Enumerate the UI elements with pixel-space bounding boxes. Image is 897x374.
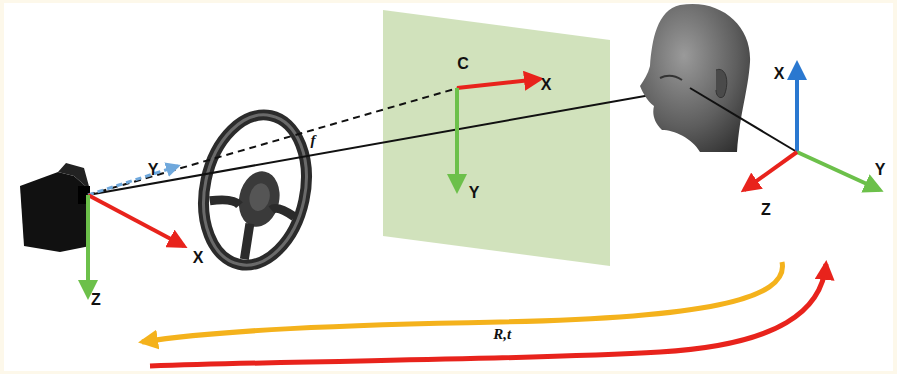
camera xyxy=(20,163,90,252)
head xyxy=(640,4,750,152)
gaze-ray xyxy=(88,88,690,195)
axis-label: Y xyxy=(469,185,480,201)
camera-x-axis xyxy=(88,195,184,246)
panel xyxy=(4,3,893,371)
axis-label: Z xyxy=(761,202,771,218)
axis-label: X xyxy=(774,66,785,82)
axis-label: Y xyxy=(148,162,159,178)
center-label: C xyxy=(457,56,469,72)
focal-length-label: f xyxy=(308,132,319,149)
transform-arrow xyxy=(150,264,826,366)
camera-z-axis xyxy=(86,195,90,296)
axis-label: Z xyxy=(91,292,101,308)
camera-y-axis xyxy=(88,166,178,195)
transform-label: R,t⃗ xyxy=(490,326,526,343)
transform-arrow-inverse xyxy=(142,262,782,342)
head-y-axis xyxy=(797,152,880,190)
axis-label: X xyxy=(541,77,552,93)
image-plane xyxy=(383,10,610,266)
plane-x-axis xyxy=(457,79,540,88)
eye-to-origin xyxy=(690,88,797,152)
head-z-axis xyxy=(744,152,797,190)
steering-wheel xyxy=(190,105,319,274)
focal-ray xyxy=(88,88,458,195)
head-x-axis xyxy=(795,64,799,152)
plane-y-axis xyxy=(455,88,459,190)
axis-label: Y xyxy=(875,162,886,178)
axis-label: X xyxy=(193,250,204,266)
